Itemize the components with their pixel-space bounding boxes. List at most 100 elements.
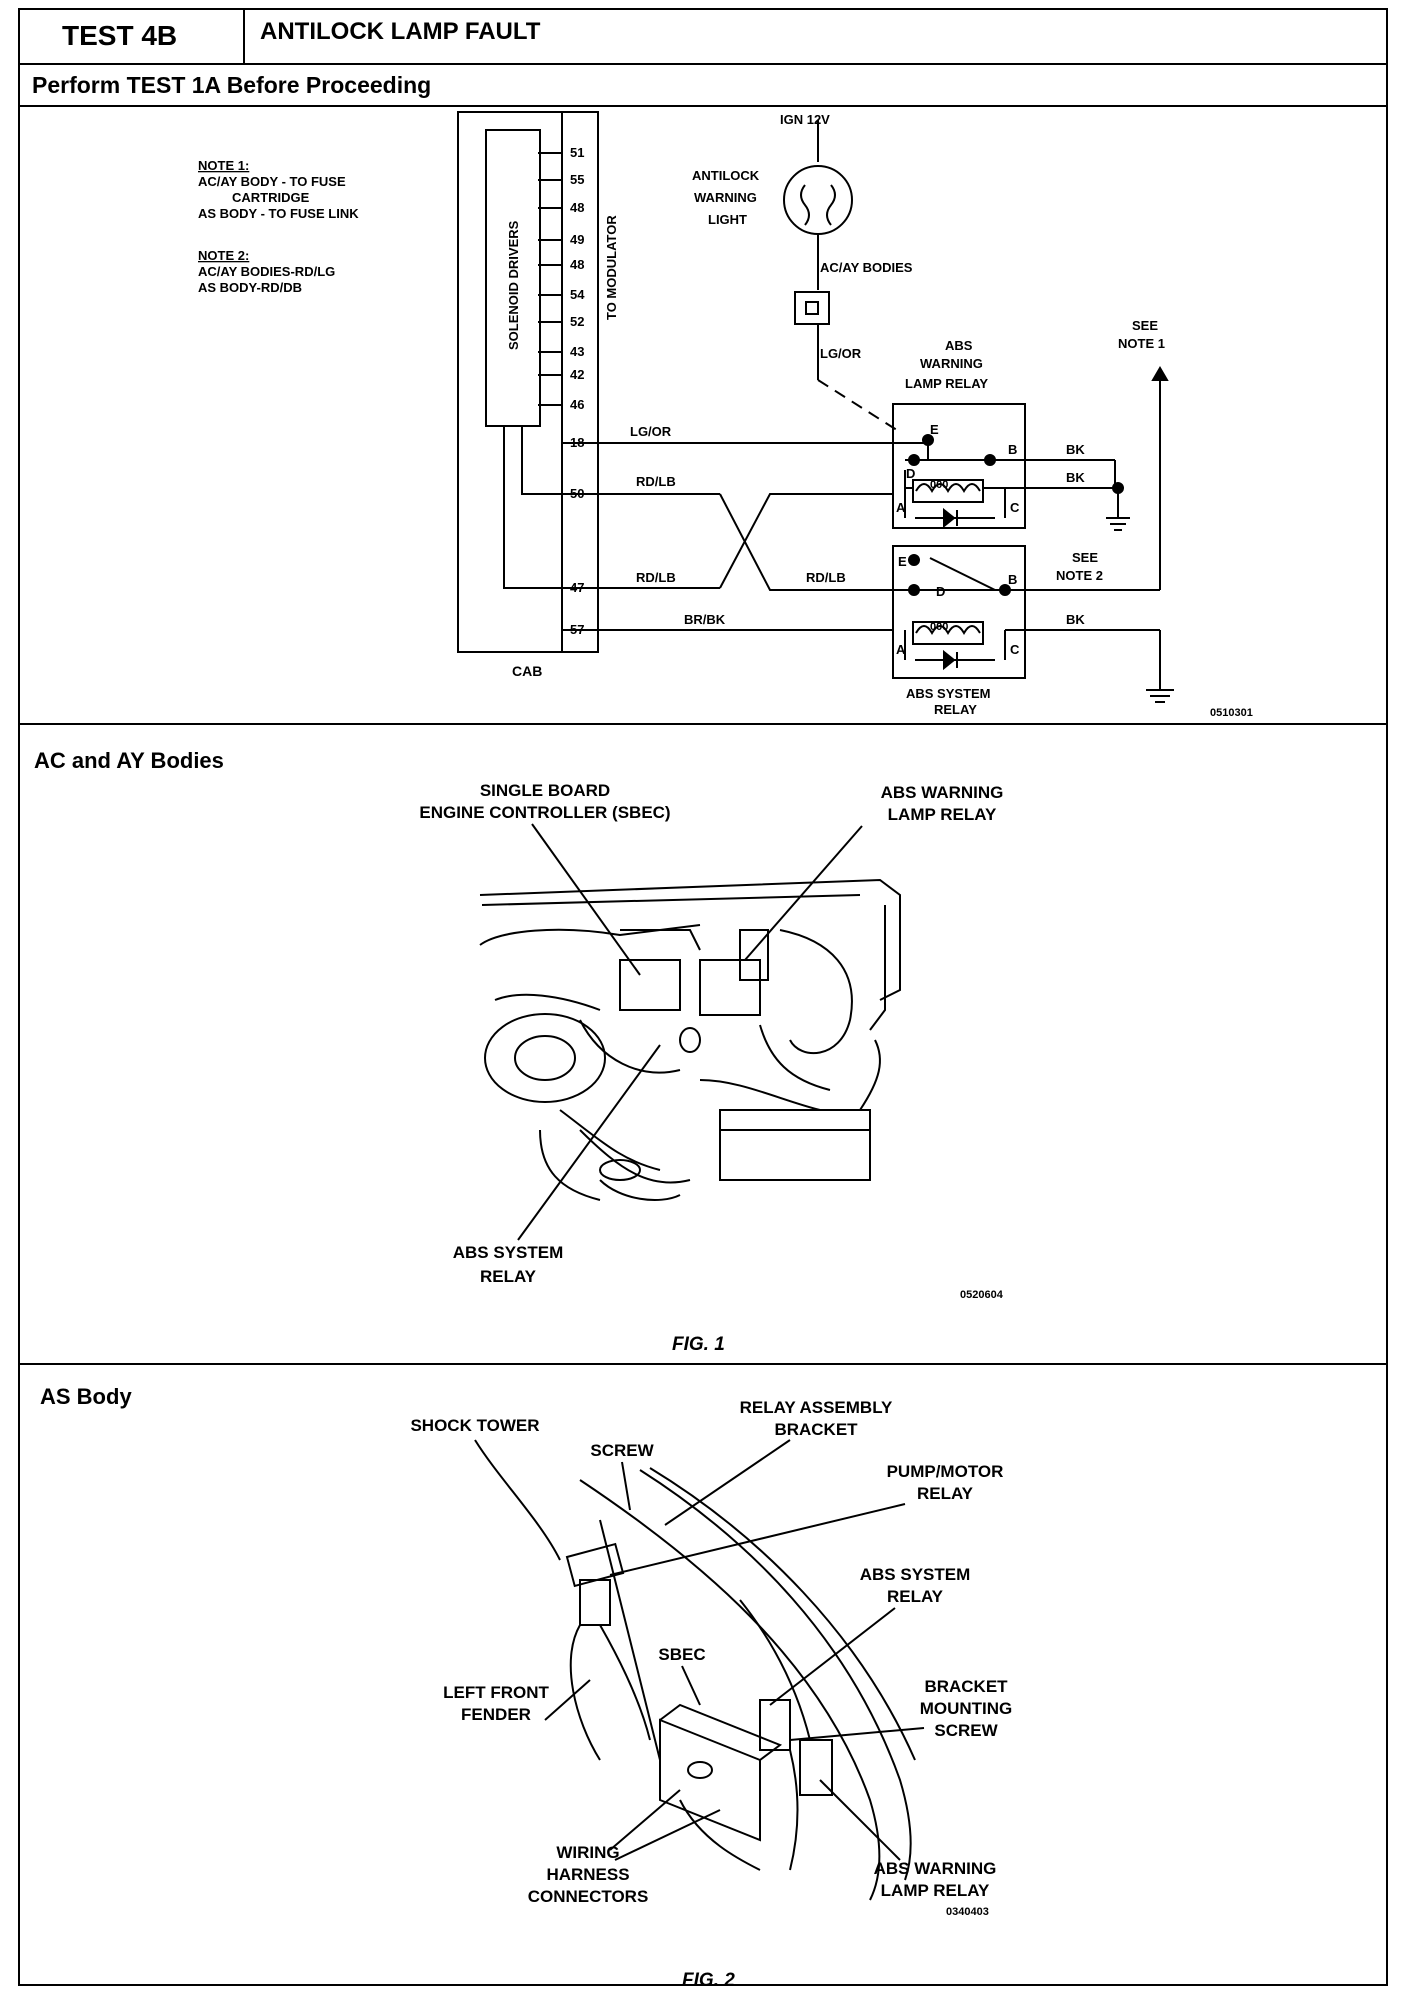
terminal-e: E bbox=[898, 554, 907, 569]
screw-label: SCREW bbox=[590, 1441, 654, 1460]
pin-label: 42 bbox=[570, 367, 584, 382]
solenoid-drivers-box bbox=[485, 129, 541, 427]
fig2-section-title: AS Body bbox=[40, 1384, 132, 1409]
sbec-label: SBEC bbox=[658, 1645, 705, 1664]
see-note1-a: SEE bbox=[1132, 318, 1158, 333]
pin-label: 46 bbox=[570, 397, 584, 412]
relay2-label-2: RELAY bbox=[934, 702, 977, 717]
pin-label: 43 bbox=[570, 344, 584, 359]
as-body-illustration bbox=[565, 1467, 916, 1901]
ac-ay-bodies-label: AC/AY BODIES bbox=[820, 260, 913, 275]
title-divider bbox=[243, 8, 245, 65]
terminal-b: B bbox=[1008, 572, 1017, 587]
pin-label: 55 bbox=[570, 172, 584, 187]
note1-title: NOTE 1: bbox=[198, 158, 249, 173]
abs-warning-lamp-relay-box bbox=[892, 403, 1026, 529]
note2-line1: AC/AY BODIES-RD/LG bbox=[198, 264, 335, 279]
cab-outline bbox=[457, 111, 599, 653]
schematic-code: 0510301 bbox=[1210, 707, 1253, 719]
fig2-lamp-relay-label-2: LAMP RELAY bbox=[881, 1881, 990, 1900]
terminal-d: D bbox=[906, 466, 915, 481]
pin-label: 57 bbox=[570, 622, 584, 637]
pump-relay-label-2: RELAY bbox=[917, 1484, 974, 1503]
schematic-panel bbox=[18, 107, 1388, 725]
fig1-caption: FIG. 1 bbox=[672, 1334, 725, 1355]
fig1-sys-relay-label-2: RELAY bbox=[480, 1267, 537, 1286]
terminal-c: C bbox=[1010, 642, 1020, 657]
lamp-label-3: LIGHT bbox=[708, 212, 747, 227]
pin-label: 51 bbox=[570, 145, 584, 160]
pin-label: 49 bbox=[570, 232, 584, 247]
solenoid-drivers-label: SOLENOID DRIVERS bbox=[506, 220, 521, 350]
page-title: ANTILOCK LAMP FAULT bbox=[260, 18, 541, 45]
fig1-code: 0520604 bbox=[960, 1289, 1004, 1301]
wire-bk-2: BK bbox=[1066, 470, 1085, 485]
pin-label: 54 bbox=[570, 287, 585, 302]
fig2-sys-relay-label-2: RELAY bbox=[887, 1587, 944, 1606]
fig1-section-title: AC and AY Bodies bbox=[34, 748, 224, 773]
pin-label: 18 bbox=[570, 435, 584, 450]
prerequisite-text: Perform TEST 1A Before Proceeding bbox=[32, 72, 432, 98]
wire-bk-3: BK bbox=[1066, 612, 1085, 627]
note1-line2: CARTRIDGE bbox=[232, 190, 310, 205]
fender-label-1: LEFT FRONT bbox=[443, 1683, 549, 1702]
see-note1-b: NOTE 1 bbox=[1118, 336, 1165, 351]
fig2-sys-relay-label-1: ABS SYSTEM bbox=[860, 1565, 971, 1584]
pump-relay-label-1: PUMP/MOTOR bbox=[887, 1462, 1004, 1481]
wire-bk-1: BK bbox=[1066, 442, 1085, 457]
note2-line2: AS BODY-RD/DB bbox=[198, 280, 302, 295]
pin-label: 50 bbox=[570, 486, 584, 501]
relay2-coil: 000 bbox=[930, 621, 948, 633]
terminal-a: A bbox=[896, 500, 906, 515]
relay-bracket-label-2: BRACKET bbox=[774, 1420, 858, 1439]
see-note2-b: NOTE 2 bbox=[1056, 568, 1103, 583]
wire-br-bk: BR/BK bbox=[684, 612, 726, 627]
fig1-lamp-relay-label-1: ABS WARNING bbox=[881, 783, 1004, 802]
note1-line1: AC/AY BODY - TO FUSE bbox=[198, 174, 346, 189]
bracket-screw-label-3: SCREW bbox=[934, 1721, 998, 1740]
title-row bbox=[18, 8, 1388, 65]
pin-label: 47 bbox=[570, 580, 584, 595]
ign-label: IGN 12V bbox=[780, 112, 830, 127]
pin-label: 48 bbox=[570, 257, 584, 272]
note1-line3: AS BODY - TO FUSE LINK bbox=[198, 206, 359, 221]
terminal-b: B bbox=[1008, 442, 1017, 457]
relay-bracket-label-1: RELAY ASSEMBLY bbox=[740, 1398, 893, 1417]
cab-label: CAB bbox=[512, 663, 542, 679]
fig1-sys-relay-label-1: ABS SYSTEM bbox=[453, 1243, 564, 1262]
wire-rd-lb-3: RD/LB bbox=[806, 570, 846, 585]
see-note2-a: SEE bbox=[1072, 550, 1098, 565]
relay1-label-1: ABS bbox=[945, 338, 973, 353]
wire-rd-lb-1: RD/LB bbox=[636, 474, 676, 489]
terminal-e: E bbox=[930, 422, 939, 437]
note2-title: NOTE 2: bbox=[198, 248, 249, 263]
fig1-panel bbox=[18, 725, 1388, 1365]
engine-bay-illustration bbox=[479, 878, 901, 1201]
test-id: TEST 4B bbox=[62, 20, 178, 51]
harness-label-1: WIRING bbox=[556, 1843, 619, 1862]
fig1-sbec-label-1: SINGLE BOARD bbox=[480, 781, 610, 800]
fig2-caption: FIG. 2 bbox=[682, 1970, 735, 1991]
bracket-screw-label-1: BRACKET bbox=[924, 1677, 1008, 1696]
bracket-screw-label-2: MOUNTING bbox=[920, 1699, 1013, 1718]
relay1-label-3: LAMP RELAY bbox=[905, 376, 988, 391]
connector-symbol bbox=[794, 291, 830, 325]
lamp-label-1: ANTILOCK bbox=[692, 168, 760, 183]
prerequisite-row bbox=[18, 65, 1388, 107]
to-modulator-label: TO MODULATOR bbox=[604, 215, 619, 320]
wire-rd-lb-2: RD/LB bbox=[636, 570, 676, 585]
harness-label-2: HARNESS bbox=[546, 1865, 629, 1884]
pin-label: 52 bbox=[570, 314, 584, 329]
fig1-lamp-relay-label-2: LAMP RELAY bbox=[888, 805, 997, 824]
terminal-a: A bbox=[896, 642, 906, 657]
page-frame bbox=[18, 8, 1388, 1986]
terminal-d: D bbox=[936, 584, 945, 599]
lg-or-top-label: LG/OR bbox=[820, 346, 862, 361]
fig2-code: 0340403 bbox=[946, 1906, 989, 1918]
pin-label: 48 bbox=[570, 200, 584, 215]
abs-system-relay-box bbox=[892, 545, 1026, 679]
shock-tower-label: SHOCK TOWER bbox=[410, 1416, 539, 1435]
